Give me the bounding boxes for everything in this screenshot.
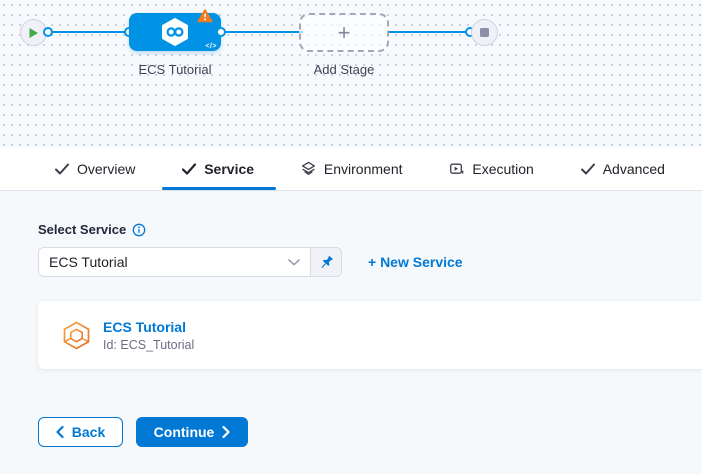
stage-node-ecs-tutorial[interactable]: </>: [129, 9, 221, 51]
pin-icon: [321, 255, 333, 268]
warning-icon[interactable]: [197, 9, 213, 28]
info-icon[interactable]: [132, 223, 146, 237]
tab-advanced[interactable]: Advanced: [580, 147, 665, 190]
layers-icon: [301, 161, 316, 176]
code-icon[interactable]: </>: [205, 43, 217, 50]
tab-label: Overview: [77, 160, 136, 177]
service-select-value: ECS Tutorial: [49, 254, 128, 270]
check-icon: [182, 162, 197, 175]
stage-node-label: ECS Tutorial: [138, 62, 212, 77]
chevron-right-icon: [222, 426, 230, 438]
service-card[interactable]: ECS Tutorial Id: ECS_Tutorial: [38, 301, 702, 369]
cd-hexagon-icon: [162, 18, 188, 46]
back-button-label: Back: [71, 424, 106, 440]
plus-icon: +: [337, 19, 351, 45]
port-start-out[interactable]: [43, 27, 53, 37]
tab-execution[interactable]: Execution: [449, 147, 534, 190]
service-card-title: ECS Tutorial: [103, 318, 186, 335]
stop-icon: [480, 28, 489, 37]
service-hexagon-icon: [63, 321, 90, 349]
back-button[interactable]: Back: [38, 417, 123, 447]
service-card-id: Id: ECS_Tutorial: [103, 337, 195, 352]
tab-label: Advanced: [602, 160, 665, 177]
pipeline-canvas[interactable]: </> + ECS Tutorial Add Stage: [0, 0, 702, 147]
pipeline-start-node[interactable]: [20, 19, 47, 46]
select-service-label: Select Service: [38, 222, 127, 237]
pin-button[interactable]: [310, 248, 341, 276]
service-card-text: ECS Tutorial Id: ECS_Tutorial: [103, 319, 194, 352]
pipeline-end-node[interactable]: [471, 19, 498, 46]
chevron-down-icon: [288, 258, 300, 266]
check-icon: [55, 163, 69, 175]
edge-stage-to-addstage: [219, 31, 303, 33]
add-stage-label: Add Stage: [313, 62, 375, 77]
tab-environment[interactable]: Environment: [301, 147, 403, 190]
continue-button-label: Continue: [153, 424, 215, 440]
play-icon: [29, 27, 38, 38]
continue-button[interactable]: Continue: [136, 417, 248, 447]
tab-label: Environment: [323, 160, 403, 177]
add-stage-button[interactable]: +: [299, 13, 389, 52]
tab-label: Service: [204, 160, 255, 177]
service-tab-panel: Select Service ECS Tutorial: [0, 191, 702, 474]
chevron-left-icon: [56, 426, 64, 438]
execution-icon: [449, 162, 464, 176]
tab-overview[interactable]: Overview: [55, 147, 135, 190]
stage-tabbar: Overview Service Environment: [0, 147, 702, 191]
tab-service[interactable]: Service: [162, 147, 276, 190]
edge-addstage-to-end: [387, 31, 472, 33]
port-stage-out[interactable]: [216, 27, 226, 37]
service-select-group: ECS Tutorial: [38, 247, 342, 277]
tab-label: Execution: [472, 160, 534, 177]
edge-start-to-stage: [46, 31, 131, 33]
check-icon: [580, 163, 595, 175]
service-select[interactable]: ECS Tutorial: [39, 248, 310, 276]
new-service-link[interactable]: + New Service: [368, 254, 463, 270]
